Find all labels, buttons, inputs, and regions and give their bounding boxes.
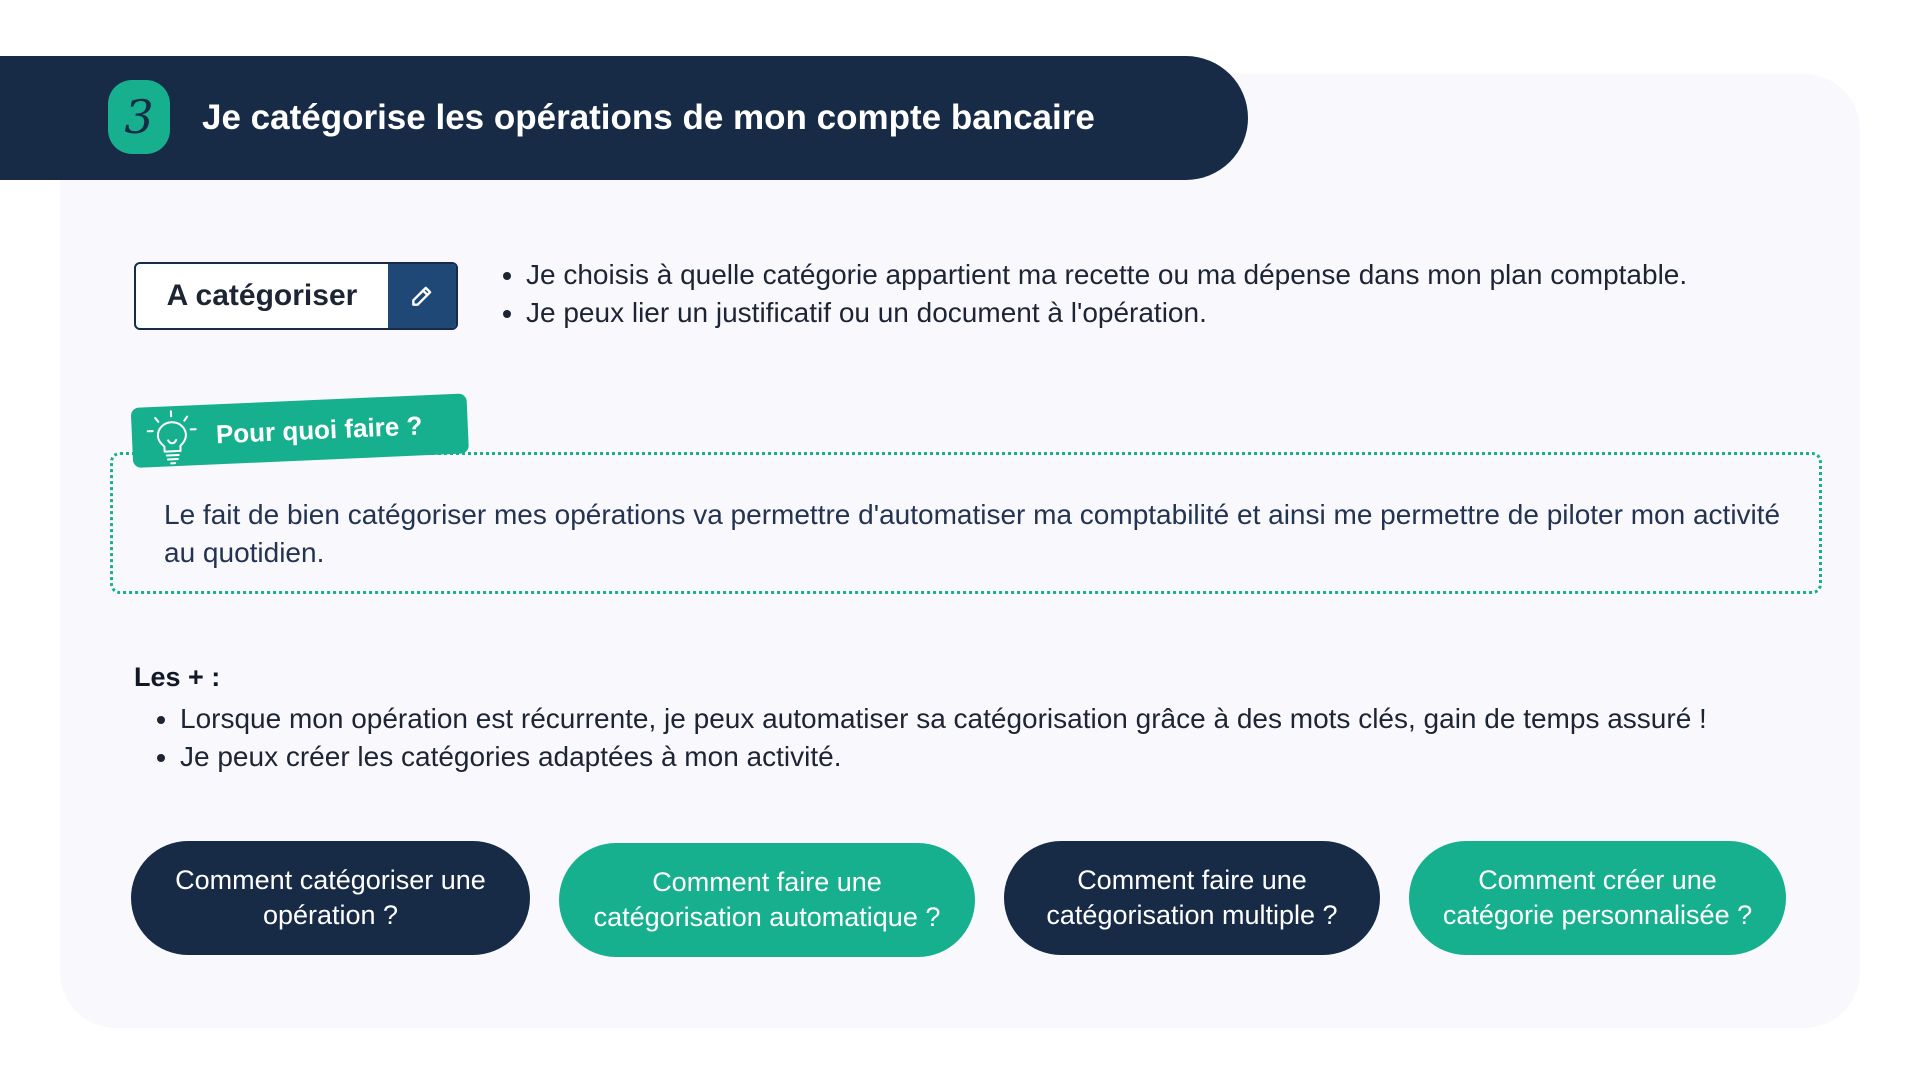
page-title: Je catégorise les opérations de mon comp…: [202, 98, 1095, 137]
list-item: Je peux lier un justificatif ou un docum…: [526, 294, 1866, 332]
plus-bullet-list: Lorsque mon opération est récurrente, je…: [156, 700, 1880, 776]
tip-text: Le fait de bien catégoriser mes opératio…: [164, 499, 1781, 568]
intro-bullet-list: Je choisis à quelle catégorie appartient…: [502, 256, 1866, 332]
multiple-categorization-button[interactable]: Comment faire une catégorisation multipl…: [1004, 841, 1380, 955]
list-item: Je choisis à quelle catégorie appartient…: [526, 256, 1866, 294]
step-number-badge: 3: [108, 80, 170, 154]
section-header: 3 Je catégorise les opérations de mon co…: [0, 56, 1248, 180]
categorize-widget[interactable]: A catégoriser: [134, 262, 458, 330]
how-to-categorize-button[interactable]: Comment catégoriser une opération ?: [131, 841, 530, 955]
tip-box: [110, 452, 1822, 594]
list-item: Je peux créer les catégories adaptées à …: [180, 738, 1880, 776]
categorize-label: A catégoriser: [166, 279, 358, 312]
lightbulb-icon: [146, 410, 197, 465]
tip-tag: Pour quoi faire ?: [130, 393, 469, 468]
custom-category-button[interactable]: Comment créer une catégorie personnalisé…: [1409, 841, 1786, 955]
pencil-icon: [412, 286, 432, 306]
tip-tag-label: Pour quoi faire ?: [215, 410, 423, 450]
automatic-categorization-button[interactable]: Comment faire une catégorisation automat…: [559, 843, 975, 957]
edit-category-button[interactable]: [388, 264, 456, 328]
list-item: Lorsque mon opération est récurrente, je…: [180, 700, 1880, 738]
plus-heading: Les + :: [134, 662, 221, 692]
